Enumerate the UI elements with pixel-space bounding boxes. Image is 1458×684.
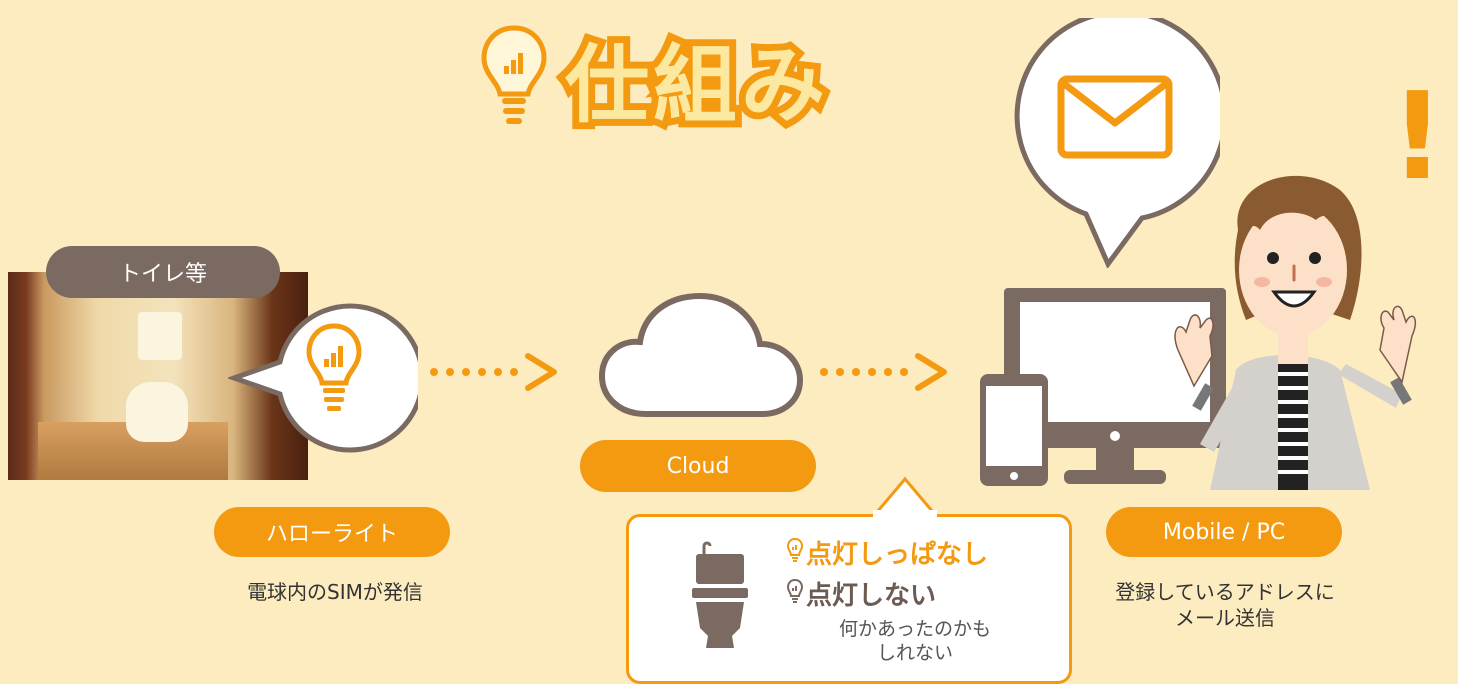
alert-stays-on: 点灯しっぱなし — [806, 540, 989, 570]
device-pill: Mobile / PC — [1106, 507, 1342, 557]
page-title-outline: 仕組み — [558, 29, 832, 141]
cloud-icon — [598, 292, 804, 417]
page-title: 仕組み — [565, 36, 830, 134]
cloud-pill: Cloud — [580, 440, 816, 492]
popup-pointer — [870, 476, 940, 518]
bulb-caption: 電球内のSIMが発信 — [247, 580, 423, 604]
bulb-pill: ハローライト — [214, 507, 450, 557]
location-tag: トイレ等 — [46, 246, 280, 298]
small-bulb-on-icon — [786, 537, 804, 562]
device-caption-line1: 登録しているアドレスに — [1115, 580, 1335, 604]
device-caption-line2: メール送信 — [1175, 606, 1275, 630]
small-bulb-off-icon — [786, 578, 804, 603]
alert-note-line2: しれない — [876, 642, 953, 664]
title-bulb-icon — [481, 25, 547, 124]
mail-icon — [1057, 75, 1173, 159]
woman-illustration — [1174, 175, 1417, 490]
exclamation-mark: ! — [1390, 68, 1445, 207]
monitor-icon — [1004, 288, 1226, 484]
arrow-to-device-icon — [820, 353, 947, 391]
toilet-icon — [692, 541, 748, 648]
bulb-icon — [306, 323, 362, 411]
alert-not-on: 点灯しない — [806, 581, 937, 611]
popup-pointer-cover — [873, 510, 937, 518]
smartphone-icon — [980, 374, 1048, 486]
alert-popup — [626, 514, 1072, 684]
arrow-to-cloud-icon — [430, 353, 557, 391]
alert-note-line1: 何かあったのかも — [838, 618, 991, 640]
